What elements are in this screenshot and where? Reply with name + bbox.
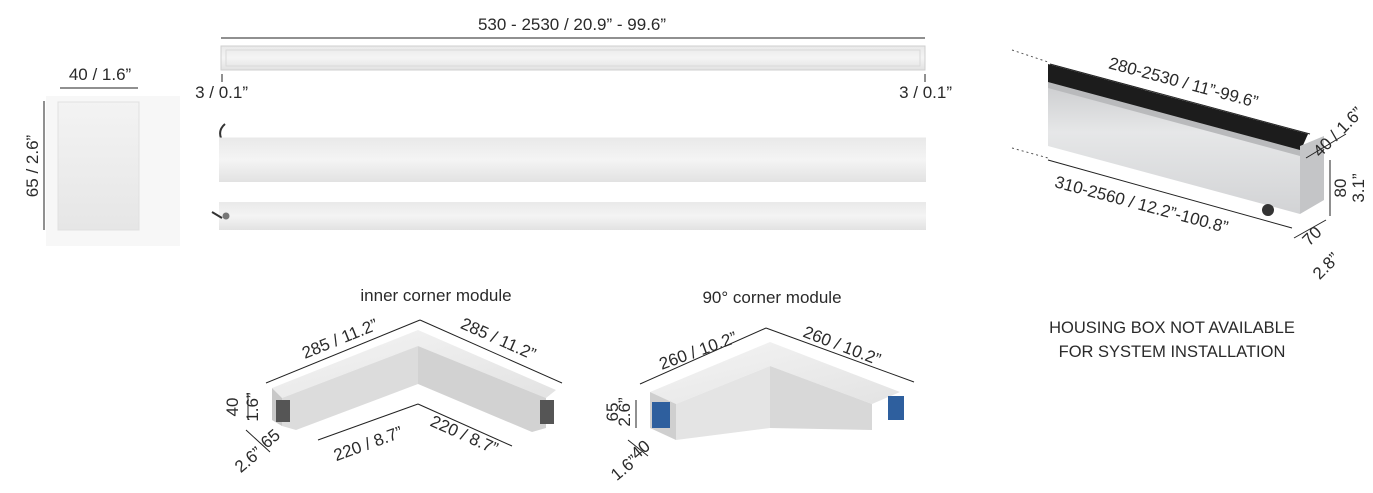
- corner90-left-line: [639, 327, 767, 385]
- housing-note-line-1: HOUSING BOX NOT AVAILABLE: [1049, 319, 1295, 337]
- housing-bottom-leader: [1011, 147, 1049, 159]
- inner-inner-right-line: [417, 403, 513, 447]
- housing-bottom-dimension-line: [1047, 159, 1293, 229]
- inner-inner-left-line: [317, 403, 419, 441]
- housing-end-face: [1300, 136, 1324, 214]
- housing-box-view: 280-2530 / 11”-99.6” 310-2560 / 12.2”-10…: [1011, 49, 1368, 361]
- right-end-label: 3 / 0.1”: [899, 83, 952, 102]
- inner-height-in: 1.6”: [243, 392, 262, 422]
- corner90-left-face: [676, 366, 770, 440]
- end-cap-height-label: 65 / 2.6”: [23, 134, 42, 197]
- housing-cable-hole: [1262, 204, 1274, 216]
- housing-height-mm: 80: [1331, 179, 1350, 198]
- inner-width-mm: 65: [257, 425, 284, 452]
- inner-outer-right-line: [419, 319, 563, 384]
- inner-inner-right-label: 220 / 8.7”: [428, 412, 502, 459]
- housing-top-black: [1048, 64, 1308, 152]
- linear-side-module: [219, 138, 926, 182]
- housing-note-line-2: FOR SYSTEM INSTALLATION: [1059, 343, 1286, 361]
- inner-corner-left-face: [282, 346, 418, 430]
- end-cap-view: 40 / 1.6” 65 / 2.6”: [23, 65, 180, 246]
- housing-top-dimension-line: [1049, 63, 1311, 135]
- inner-outer-left-line: [265, 319, 421, 384]
- inner-corner-left-connector: [276, 400, 290, 422]
- housing-top-width-label: 40 / 1.6”: [1309, 103, 1367, 161]
- end-cap-width-label: 40 / 1.6”: [69, 65, 132, 84]
- inner-corner-right-connector: [540, 400, 554, 424]
- bottom-module-cable: [211, 211, 223, 219]
- linear-length-label: 530 - 2530 / 20.9” - 99.6”: [478, 15, 666, 34]
- housing-side-face: [1048, 78, 1300, 214]
- corner90-top-face: [650, 342, 900, 404]
- linear-top-strip-inner: [225, 49, 921, 67]
- linear-module-view: 530 - 2530 / 20.9” - 99.6” 3 / 0.1” 3 / …: [195, 15, 952, 230]
- corner90-height-mm: 65: [603, 403, 622, 422]
- corner90-height-in: 2.6”: [615, 397, 634, 427]
- end-cap-face: [57, 101, 140, 231]
- housing-bottom-width-in: 2.8”: [1309, 249, 1343, 283]
- inner-width-in: 2.6”: [231, 443, 266, 477]
- corner-90-caption: 90° corner module: [702, 288, 841, 307]
- housing-top-width-line: [1305, 133, 1347, 159]
- housing-top-leader: [1011, 49, 1049, 63]
- inner-corner-right-face: [418, 346, 546, 432]
- inner-corner-caption: inner corner module: [360, 286, 511, 305]
- linear-bottom-module: [219, 202, 926, 230]
- corner90-width-line: [627, 439, 649, 457]
- corner90-left-connector: [652, 402, 670, 428]
- side-module-cable: [219, 123, 226, 139]
- corner90-right-face: [770, 366, 872, 430]
- left-end-label: 3 / 0.1”: [195, 83, 248, 102]
- corner-90-module-view: 90° corner module 260 / 10.2” 260 / 10.2…: [603, 288, 915, 484]
- bottom-module-connector: [222, 212, 230, 220]
- inner-height-mm: 40: [223, 398, 242, 417]
- corner90-right-connector: [888, 396, 904, 420]
- housing-bottom-width-line: [1293, 219, 1327, 239]
- corner90-right-line: [765, 327, 915, 383]
- inner-corner-module-view: inner corner module 285 / 11.2” 285 / 11…: [223, 286, 563, 477]
- inner-corner-top-face: [272, 330, 556, 398]
- housing-bottom-width-mm: 70: [1299, 223, 1326, 250]
- inner-inner-left-label: 220 / 8.7”: [331, 423, 405, 466]
- inner-width-line: [245, 429, 271, 453]
- housing-rim: [1048, 82, 1300, 156]
- housing-height-in: 3.1”: [1349, 173, 1368, 203]
